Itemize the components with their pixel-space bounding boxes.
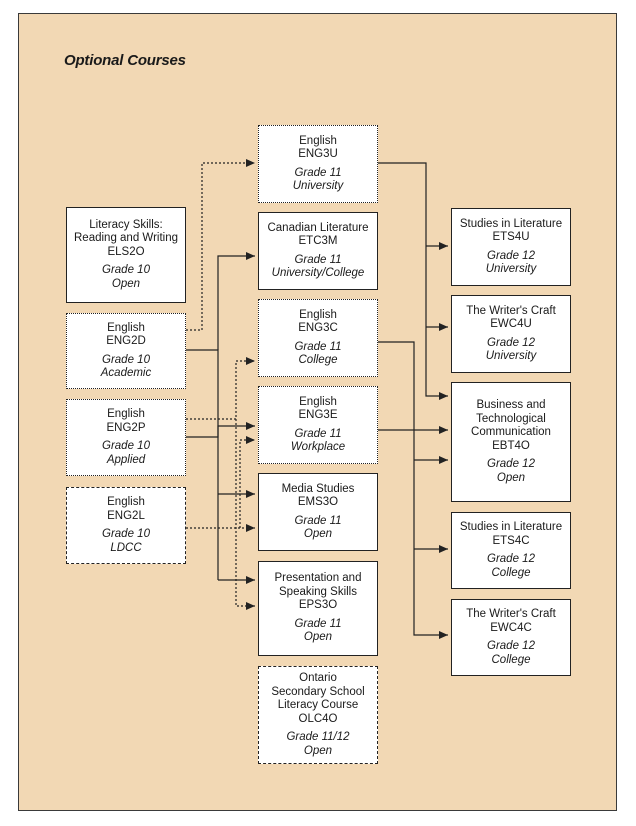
course-code: ETS4C (492, 534, 530, 547)
diagram-title: Optional Courses (64, 52, 186, 69)
eng2d-trunk (186, 349, 219, 580)
course-box-eng2d: English ENG2D Grade 10 Academic (66, 313, 186, 389)
eng3u-trunk (378, 162, 448, 400)
course-name: The Writer's Craft (466, 304, 556, 317)
course-grade: Grade 12 (487, 336, 535, 349)
course-name: Media Studies (281, 482, 355, 495)
course-box-ems3o: Media Studies EMS3O Grade 11 Open (258, 473, 378, 551)
course-type: Open (303, 631, 333, 644)
course-box-ewc4u: The Writer's Craft EWC4U Grade 12 Univer… (451, 295, 571, 373)
course-type: Open (111, 277, 141, 290)
course-type: University/College (271, 267, 365, 279)
course-type: University (485, 263, 537, 275)
course-box-els2o: Literacy Skills: Reading and Writing ELS… (66, 207, 186, 303)
course-name: Speaking Skills (279, 585, 357, 598)
course-type: College (491, 653, 531, 666)
course-code: ETS4U (492, 231, 530, 243)
course-type: Academic (100, 367, 152, 379)
course-type: Open (496, 471, 526, 484)
course-box-ets4u: Studies in Literature ETS4U Grade 12 Uni… (451, 208, 571, 286)
course-name: English (299, 308, 337, 321)
course-code: ELS2O (107, 245, 145, 258)
course-grade: Grade 12 (487, 553, 535, 565)
course-name: English (299, 395, 337, 408)
course-type: Open (303, 528, 333, 540)
course-grade: Grade 10 (102, 353, 150, 366)
course-name: Secondary School (271, 685, 365, 698)
course-code: ETC3M (298, 235, 338, 247)
course-grade: Grade 10 (102, 528, 150, 540)
course-code: EPS3O (298, 599, 338, 612)
course-code: ENG2L (107, 509, 145, 522)
course-box-ebt4o: Business and Technological Communication… (451, 382, 571, 502)
course-code: EMS3O (297, 496, 339, 508)
course-grade: Grade 11 (294, 253, 342, 266)
course-name: Technological (476, 412, 546, 425)
course-name: English (299, 134, 337, 147)
course-grade: Grade 11 (294, 166, 342, 179)
course-grade: Grade 11 (294, 514, 342, 527)
course-box-eng3c: English ENG3C Grade 11 College (258, 299, 378, 377)
course-type: Open (303, 744, 333, 757)
course-name: English (107, 321, 145, 334)
course-code: EWC4U (490, 318, 532, 330)
course-grade: Grade 12 (487, 458, 535, 470)
arrow-eng2p-eng3e (186, 422, 255, 438)
course-box-eng2l: English ENG2L Grade 10 LDCC (66, 487, 186, 564)
dotted-eng2d-eng3u (186, 159, 255, 331)
course-type: University (485, 350, 537, 362)
course-name: Literacy Skills: (89, 218, 163, 231)
course-code: ENG2P (106, 421, 146, 434)
course-name: Communication (471, 426, 551, 438)
course-name: Ontario (299, 672, 337, 684)
course-grade: Grade 12 (487, 249, 535, 262)
course-name: Reading and Writing (74, 232, 178, 245)
dotted-eng2l-eng3e (239, 436, 255, 528)
course-code: ENG3E (298, 409, 338, 421)
course-grade: Grade 12 (487, 640, 535, 652)
course-code: ENG2D (106, 335, 146, 347)
course-code: OLC4O (298, 712, 338, 725)
course-name: Studies in Literature (459, 217, 563, 230)
course-type: Workplace (290, 441, 346, 453)
course-name: Presentation and (274, 572, 362, 585)
dotted-eng2p-trunk (186, 357, 255, 420)
course-grade: Grade 11 (294, 340, 342, 353)
course-code: ENG3C (298, 322, 338, 334)
course-name: Business and (476, 399, 546, 411)
course-box-eng3u: English ENG3U Grade 11 University (258, 125, 378, 203)
arrow-to-etc3m (217, 252, 255, 350)
course-name: Canadian Literature (267, 221, 369, 234)
course-type: College (491, 566, 531, 579)
course-name: English (107, 408, 145, 420)
course-code: EWC4C (490, 621, 532, 634)
course-box-eng2p: English ENG2P Grade 10 Applied (66, 399, 186, 476)
course-grade: Grade 10 (102, 264, 150, 277)
course-box-etc3m: Canadian Literature ETC3M Grade 11 Unive… (258, 212, 378, 290)
course-type: LDCC (110, 541, 142, 554)
course-type: Applied (106, 453, 146, 466)
course-code: ENG3U (298, 148, 338, 160)
course-name: The Writer's Craft (466, 608, 556, 620)
course-name: English (107, 496, 145, 508)
course-box-eng3e: English ENG3E Grade 11 Workplace (258, 386, 378, 464)
course-type: College (298, 354, 338, 366)
course-name: Studies in Literature (459, 521, 563, 533)
course-grade: Grade 10 (102, 440, 150, 452)
course-grade: Grade 11 (294, 617, 342, 630)
course-type: University (292, 180, 344, 192)
course-grade: Grade 11 (294, 427, 342, 440)
eng3c-trunk (378, 341, 448, 639)
course-box-ets4c: Studies in Literature ETS4C Grade 12 Col… (451, 512, 571, 589)
course-grade: Grade 11/12 (286, 731, 350, 743)
dotted-to-eps3o (235, 419, 255, 610)
course-name: Literacy Course (277, 699, 359, 711)
course-code: EBT4O (492, 439, 530, 452)
course-box-olc4o: Ontario Secondary School Literacy Course… (258, 666, 378, 764)
course-box-ewc4c: The Writer's Craft EWC4C Grade 12 Colleg… (451, 599, 571, 676)
course-box-eps3o: Presentation and Speaking Skills EPS3O G… (258, 561, 378, 656)
